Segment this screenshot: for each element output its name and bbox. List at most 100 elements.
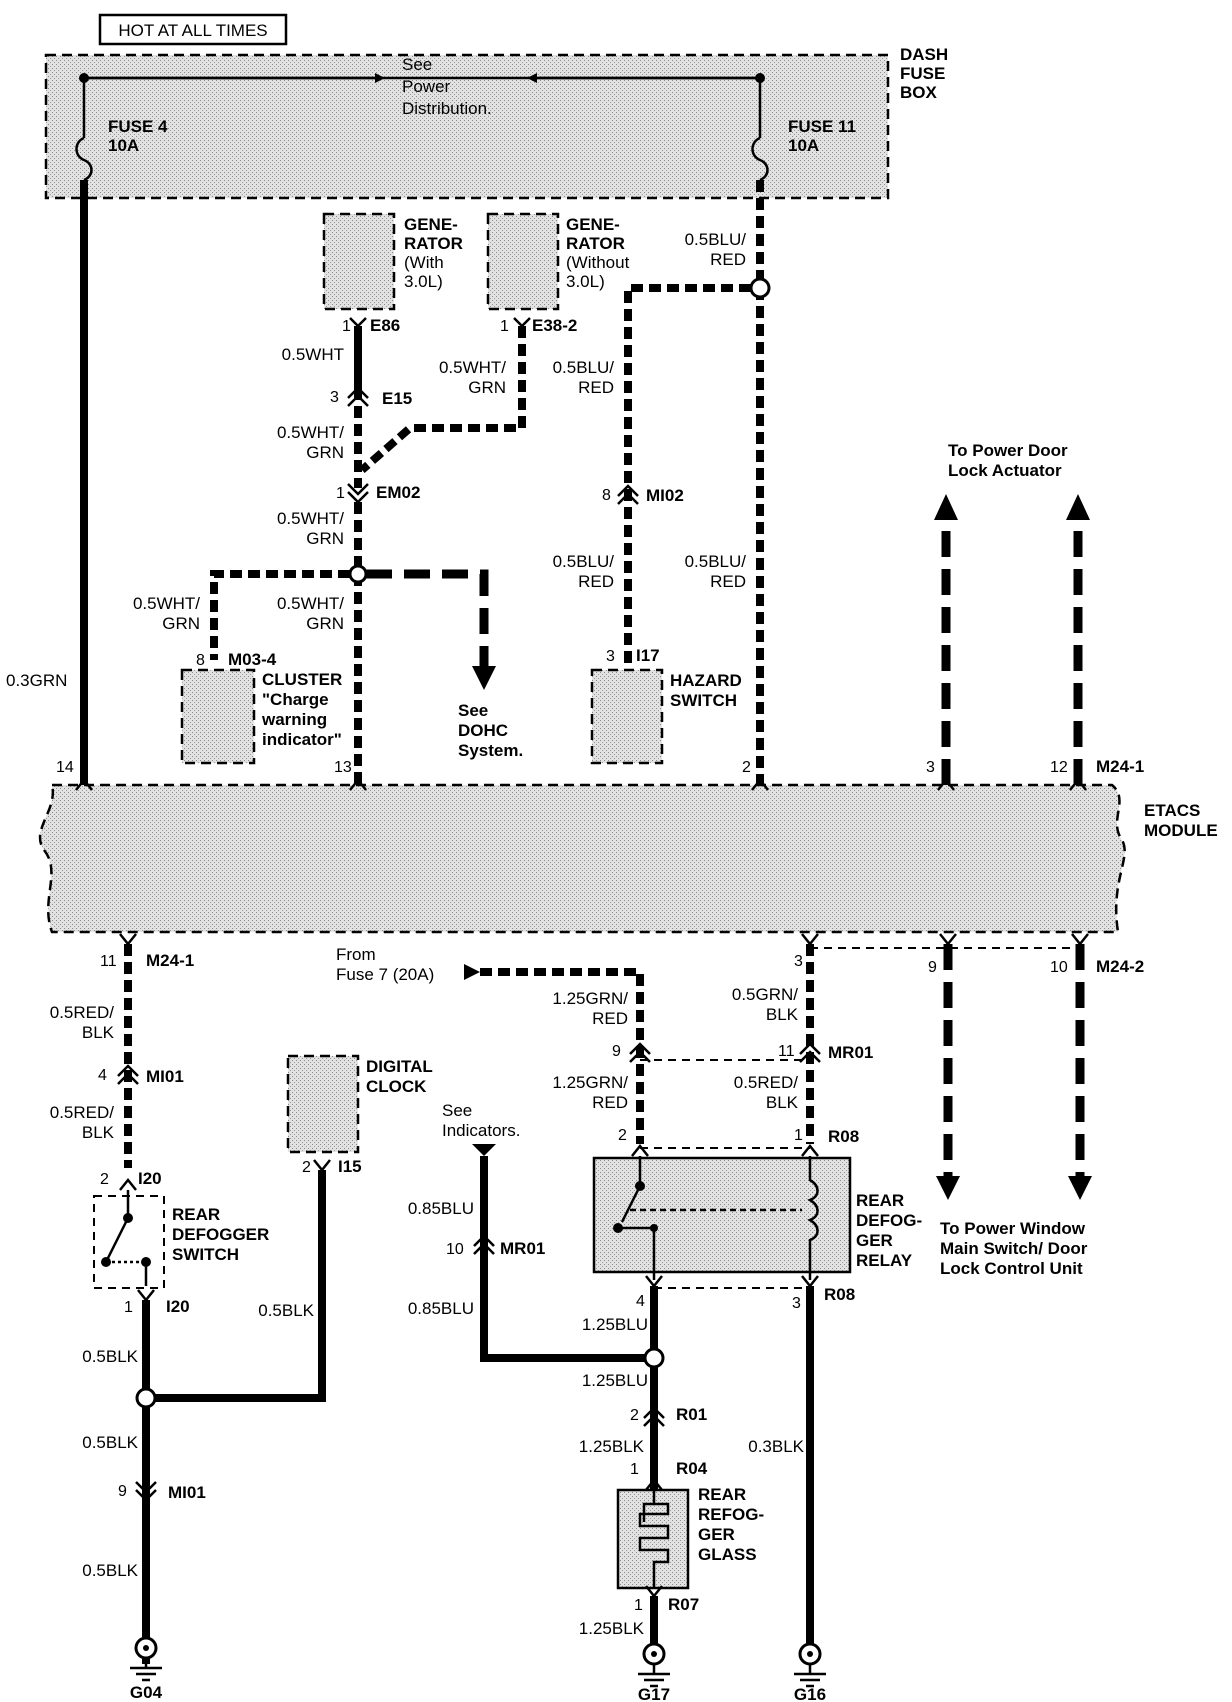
svg-text:ETACS: ETACS	[1144, 801, 1200, 820]
svg-text:E15: E15	[382, 389, 412, 408]
svg-text:GENE-: GENE-	[404, 215, 458, 234]
svg-text:0.5BLK: 0.5BLK	[258, 1301, 314, 1320]
svg-text:I15: I15	[338, 1157, 362, 1176]
svg-text:E86: E86	[370, 316, 400, 335]
from-fuse-7: From Fuse 7 (20A)	[336, 945, 480, 984]
svg-text:4: 4	[98, 1067, 107, 1084]
svg-text:E38-2: E38-2	[532, 316, 577, 335]
svg-text:FUSE: FUSE	[900, 64, 945, 83]
dash-fuse-box: DASH FUSE BOX See Power Distribution. FU…	[44, 45, 948, 200]
svg-text:HAZARD: HAZARD	[670, 671, 742, 690]
svg-text:12: 12	[1050, 759, 1068, 776]
svg-text:Distribution.: Distribution.	[402, 99, 492, 118]
svg-text:0.5WHT/: 0.5WHT/	[277, 509, 344, 528]
svg-text:RED: RED	[592, 1009, 628, 1028]
svg-text:Lock Actuator: Lock Actuator	[948, 461, 1062, 480]
svg-text:To Power Window: To Power Window	[940, 1219, 1086, 1238]
digital-clock: DIGITAL CLOCK 2 I15	[286, 1054, 433, 1176]
svg-text:0.5WHT/: 0.5WHT/	[439, 358, 506, 377]
svg-text:2: 2	[302, 1159, 311, 1176]
svg-text:"Charge: "Charge	[262, 690, 329, 709]
svg-text:MI02: MI02	[646, 486, 684, 505]
svg-text:SWITCH: SWITCH	[670, 691, 737, 710]
fuse-11: FUSE 11 10A	[751, 117, 856, 182]
ground-g04: G04	[130, 1636, 163, 1702]
svg-text:I20: I20	[138, 1169, 162, 1188]
svg-text:2: 2	[742, 759, 751, 776]
svg-text:GER: GER	[698, 1525, 735, 1544]
svg-text:1.25BLU: 1.25BLU	[582, 1371, 648, 1390]
wire-05whtgrn-gen	[359, 326, 526, 474]
wire-label-03grn: 0.3GRN	[6, 671, 67, 690]
svg-text:0.5BLU/: 0.5BLU/	[553, 552, 615, 571]
svg-text:0.5RED/: 0.5RED/	[734, 1073, 799, 1092]
generator-with-30l: GENE- RATOR (With 3.0L) 1 E86	[322, 212, 463, 335]
svg-text:0.5BLU/: 0.5BLU/	[685, 230, 747, 249]
svg-text:(Without: (Without	[566, 253, 630, 272]
svg-text:MI01: MI01	[146, 1067, 184, 1086]
svg-text:1.25BLK: 1.25BLK	[579, 1619, 645, 1638]
svg-text:2: 2	[100, 1171, 109, 1188]
svg-text:1: 1	[500, 318, 509, 335]
svg-text:GENE-: GENE-	[566, 215, 620, 234]
cluster: 8 M03-4 CLUSTER "Charge warning indicato…	[180, 650, 342, 765]
svg-text:1: 1	[336, 485, 345, 502]
svg-text:3: 3	[794, 953, 803, 970]
svg-text:GRN: GRN	[306, 443, 344, 462]
svg-text:1.25GRN/: 1.25GRN/	[552, 989, 628, 1008]
svg-text:G04: G04	[130, 1683, 163, 1702]
svg-text:BLK: BLK	[82, 1123, 115, 1142]
svg-text:0.5WHT: 0.5WHT	[282, 345, 344, 364]
svg-text:REAR: REAR	[172, 1205, 220, 1224]
svg-text:0.85BLU: 0.85BLU	[408, 1199, 474, 1218]
svg-text:R07: R07	[668, 1595, 699, 1614]
connector-mr01-left: 9	[612, 1042, 651, 1063]
svg-text:8: 8	[196, 652, 205, 669]
svg-text:BLK: BLK	[82, 1023, 115, 1042]
rear-defogger-glass: 1 R04 REAR REFOG- GER GLASS 1 R07	[616, 1459, 764, 1614]
svg-text:M24-1: M24-1	[146, 951, 194, 970]
see-indicators: See Indicators.	[442, 1101, 520, 1156]
svg-text:R04: R04	[676, 1459, 708, 1478]
hazard-switch: 3 I17 HAZARD SWITCH	[590, 646, 742, 765]
svg-text:10: 10	[446, 1241, 464, 1258]
rear-defogger-relay: 2 1 R08 REAR DEFOG- GER RELAY 4 3 R08	[592, 1127, 922, 1312]
svg-text:CLOCK: CLOCK	[366, 1077, 427, 1096]
svg-text:warning: warning	[261, 710, 327, 729]
svg-text:GLASS: GLASS	[698, 1545, 757, 1564]
svg-text:RATOR: RATOR	[404, 234, 463, 253]
svg-text:RED: RED	[710, 250, 746, 269]
svg-text:1: 1	[124, 1299, 133, 1316]
svg-text:0.5GRN/: 0.5GRN/	[732, 985, 798, 1004]
svg-text:3: 3	[926, 759, 935, 776]
wire-to-dohc	[366, 569, 489, 672]
svg-text:3: 3	[606, 648, 615, 665]
ground-g16: G16	[794, 1642, 826, 1702]
svg-text:11: 11	[100, 953, 117, 970]
svg-text:1: 1	[794, 1127, 803, 1144]
svg-text:MR01: MR01	[828, 1043, 873, 1062]
see-dohc-system: See DOHC System.	[458, 701, 523, 760]
svg-text:GER: GER	[856, 1231, 893, 1250]
svg-text:0.85BLU: 0.85BLU	[408, 1299, 474, 1318]
svg-text:0.5BLU/: 0.5BLU/	[553, 358, 615, 377]
wire-05blk-clock	[155, 1170, 326, 1402]
svg-text:M03-4: M03-4	[228, 650, 277, 669]
svg-text:GRN: GRN	[306, 614, 344, 633]
etacs-module: ETACS MODULE 14 13 2 3 12 M24-1 11 M24-1…	[38, 757, 1218, 976]
svg-text:REAR: REAR	[856, 1191, 904, 1210]
ground-g17: G17	[638, 1642, 670, 1702]
svg-text:GRN: GRN	[306, 529, 344, 548]
svg-text:Indicators.: Indicators.	[442, 1121, 520, 1140]
svg-text:G17: G17	[638, 1685, 670, 1702]
svg-text:M24-1: M24-1	[1096, 757, 1144, 776]
svg-text:0.5BLK: 0.5BLK	[82, 1561, 138, 1580]
door-lock-actuator-arrows: To Power Door Lock Actuator	[934, 441, 1090, 785]
svg-text:0.5WHT/: 0.5WHT/	[133, 594, 200, 613]
svg-text:REFOG-: REFOG-	[698, 1505, 764, 1524]
svg-text:4: 4	[636, 1293, 645, 1310]
svg-text:3.0L): 3.0L)	[404, 272, 443, 291]
svg-text:RED: RED	[592, 1093, 628, 1112]
svg-text:(With: (With	[404, 253, 444, 272]
